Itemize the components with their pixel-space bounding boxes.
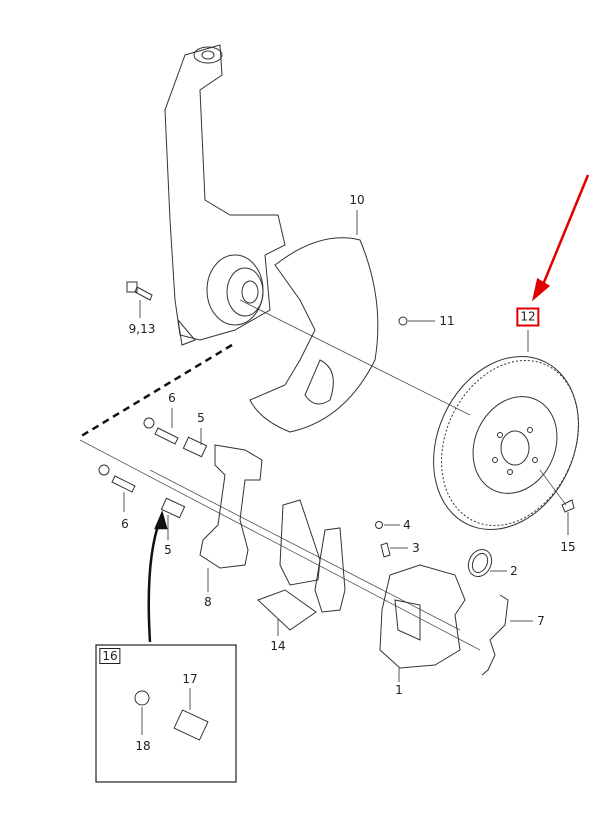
callout-18[interactable]: 18 [135,739,151,753]
brake-disc [433,356,579,530]
callout-7[interactable]: 7 [537,614,545,628]
bleed-screw-cap [375,521,391,558]
kit-parts [134,690,209,741]
brake-caliper [379,564,466,669]
callout-3[interactable]: 3 [412,541,420,555]
dashed-link-line [77,343,233,440]
callout-5-lower[interactable]: 5 [164,543,172,557]
assembly-axis-lines [79,299,567,651]
callout-14[interactable]: 14 [270,639,286,653]
brake-pads [257,499,346,631]
piston-seal [467,548,493,578]
bolt-11 [398,316,408,326]
callout-6-upper[interactable]: 6 [168,391,176,405]
spring-clip [481,594,509,676]
caliper-carrier [199,444,263,569]
highlight-arrow [531,174,590,302]
callout-6-lower[interactable]: 6 [121,517,129,531]
callout-10[interactable]: 10 [349,193,365,207]
callout-11[interactable]: 11 [439,314,455,328]
callout-1[interactable]: 1 [395,683,403,697]
callout-4[interactable]: 4 [403,518,411,532]
callout-15[interactable]: 15 [560,540,576,554]
callout-16[interactable]: 16 [99,648,121,664]
steering-knuckle [164,44,286,346]
callout-9-13[interactable]: 9,13 [128,322,156,336]
callout-12-highlighted[interactable]: 12 [516,307,540,327]
callout-17[interactable]: 17 [182,672,198,686]
guide-pins-bushings [98,417,208,519]
repair-kit-box [95,644,237,783]
bolt-15 [561,499,575,513]
splash-shield [249,237,379,433]
bolt-9-13 [126,281,153,301]
callout-8[interactable]: 8 [204,595,212,609]
kit-arrow [147,510,168,643]
callout-2[interactable]: 2 [510,564,518,578]
callout-5-upper[interactable]: 5 [197,411,205,425]
